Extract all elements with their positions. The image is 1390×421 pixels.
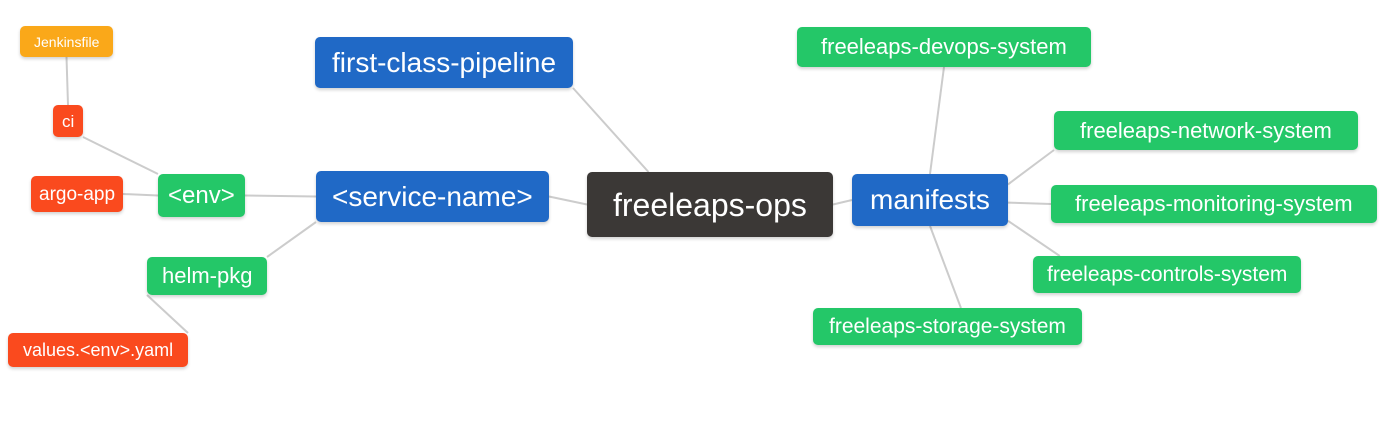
edge-freeleaps-devops-system-manifests <box>929 66 945 175</box>
mindmap-node-helm-pkg[interactable]: helm-pkg <box>147 257 268 295</box>
mindmap-node-label: freeleaps-controls-system <box>1047 263 1288 286</box>
mindmap-node-label: freeleaps-network-system <box>1080 117 1332 143</box>
edge-first-class-pipeline-freeleaps-ops <box>572 87 650 173</box>
mindmap-node-freeleaps-devops-system[interactable]: freeleaps-devops-system <box>797 27 1091 67</box>
mindmap-node-freeleaps-monitoring-system[interactable]: freeleaps-monitoring-system <box>1051 185 1377 223</box>
edge-argo-app-env <box>122 193 159 197</box>
mindmap-node-values-env-yaml[interactable]: values.<env>.yaml <box>8 333 189 367</box>
mindmap-node-label: Jenkinsfile <box>34 33 100 50</box>
edge-env-service-name <box>244 194 317 198</box>
mindmap-node-label: manifests <box>870 184 990 215</box>
mindmap-node-label: helm-pkg <box>162 263 253 288</box>
edge-manifests-freeleaps-controls-system <box>1007 219 1061 257</box>
mindmap-node-manifests[interactable]: manifests <box>852 174 1008 226</box>
mindmap-node-label: freeleaps-ops <box>613 186 807 223</box>
mindmap-node-label: ci <box>62 111 75 131</box>
mindmap-node-argo-app[interactable]: argo-app <box>31 176 124 212</box>
edge-freeleaps-ops-manifests <box>832 199 853 206</box>
edge-manifests-freeleaps-network-system <box>1007 149 1055 186</box>
mindmap-node-jenkinsfile[interactable]: Jenkinsfile <box>20 26 114 57</box>
edge-service-name-freeleaps-ops <box>548 195 588 206</box>
mindmap-node-env[interactable]: <env> <box>158 174 245 217</box>
edge-ci-env <box>82 136 159 175</box>
mindmap-node-label: <env> <box>168 181 235 209</box>
mindmap-node-freeleaps-ops[interactable]: freeleaps-ops <box>587 172 833 237</box>
mindmap-node-label: freeleaps-monitoring-system <box>1075 191 1353 216</box>
mindmap-node-freeleaps-storage-system[interactable]: freeleaps-storage-system <box>813 308 1082 345</box>
mindmap-node-ci[interactable]: ci <box>53 105 84 137</box>
edge-values-env-yaml-helm-pkg <box>146 294 189 334</box>
mindmap-node-label: <service-name> <box>332 180 533 212</box>
mindmap-node-service-name[interactable]: <service-name> <box>316 171 549 222</box>
mindmap-node-label: values.<env>.yaml <box>23 340 174 360</box>
edge-manifests-freeleaps-monitoring-system <box>1007 201 1052 205</box>
mindmap-node-freeleaps-network-system[interactable]: freeleaps-network-system <box>1054 111 1358 150</box>
mindmap-node-label: freeleaps-devops-system <box>821 34 1067 59</box>
edge-manifests-freeleaps-storage-system <box>929 225 962 309</box>
edge-jenkinsfile-ci <box>65 56 69 106</box>
mindmap-node-first-class-pipeline[interactable]: first-class-pipeline <box>315 37 574 88</box>
mindmap-node-label: first-class-pipeline <box>332 46 557 78</box>
mindmap-node-label: freeleaps-storage-system <box>829 315 1066 338</box>
mindmap-node-freeleaps-controls-system[interactable]: freeleaps-controls-system <box>1033 256 1302 293</box>
mindmap-node-label: argo-app <box>39 183 116 205</box>
edge-helm-pkg-service-name <box>266 221 317 258</box>
